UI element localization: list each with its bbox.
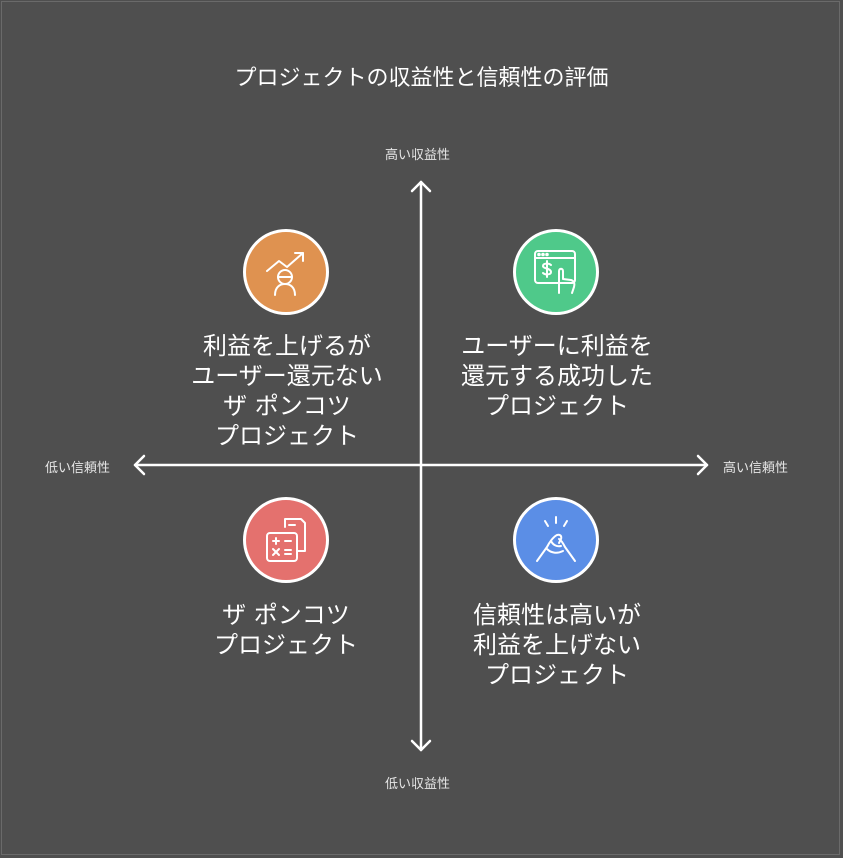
calculator-document-icon [243,497,329,583]
growth-chart-person-icon [243,229,329,315]
diagram-title: プロジェクトの収益性と信頼性の評価 [234,66,609,91]
y-axis-bottom-label: 低い収益性 [385,777,451,792]
x-axis-left-label: 低い信頼性 [45,461,111,476]
quadrant-text-line: ザ ポンコツ [223,392,351,420]
quadrant-text-line: プロジェクト [214,631,358,659]
vertical-axis-arrow-bottom [410,739,432,752]
quadrant-text-line: 信頼性は高いが [473,601,641,629]
web-payment-hand-icon [513,229,599,315]
horizontal-axis-arrow-right [696,454,709,476]
quadrant-text-line: 利益を上げるが [203,332,371,360]
quadrant-bottom-right-text: 信頼性は高いが 利益を上げない プロジェクト [442,600,672,690]
quadrant-text-line: プロジェクト [485,661,629,689]
vertical-axis-arrow-top [410,180,432,193]
quadrant-top-left-text: 利益を上げるが ユーザー還元ない ザ ポンコツ プロジェクト [176,331,398,451]
quadrant-text-line: 還元する成功した [461,362,653,390]
quadrant-text-line: プロジェクト [215,422,359,450]
quadrant-text-line: 利益を上げない [473,631,641,659]
y-axis-top-label: 高い収益性 [385,148,451,163]
x-axis-right-label: 高い信頼性 [723,461,789,476]
quadrant-bottom-left-text: ザ ポンコツ プロジェクト [186,600,386,660]
quadrant-text-line: ユーザーに利益を [461,332,653,360]
quadrant-text-line: プロジェクト [485,392,629,420]
handshake-icon [513,497,599,583]
quadrant-text-line: ザ ポンコツ [222,601,350,629]
quadrant-text-line: ユーザー還元ない [191,362,383,390]
quadrant-top-right-text: ユーザーに利益を 還元する成功した プロジェクト [442,331,672,421]
horizontal-axis-arrow-left [133,454,146,476]
